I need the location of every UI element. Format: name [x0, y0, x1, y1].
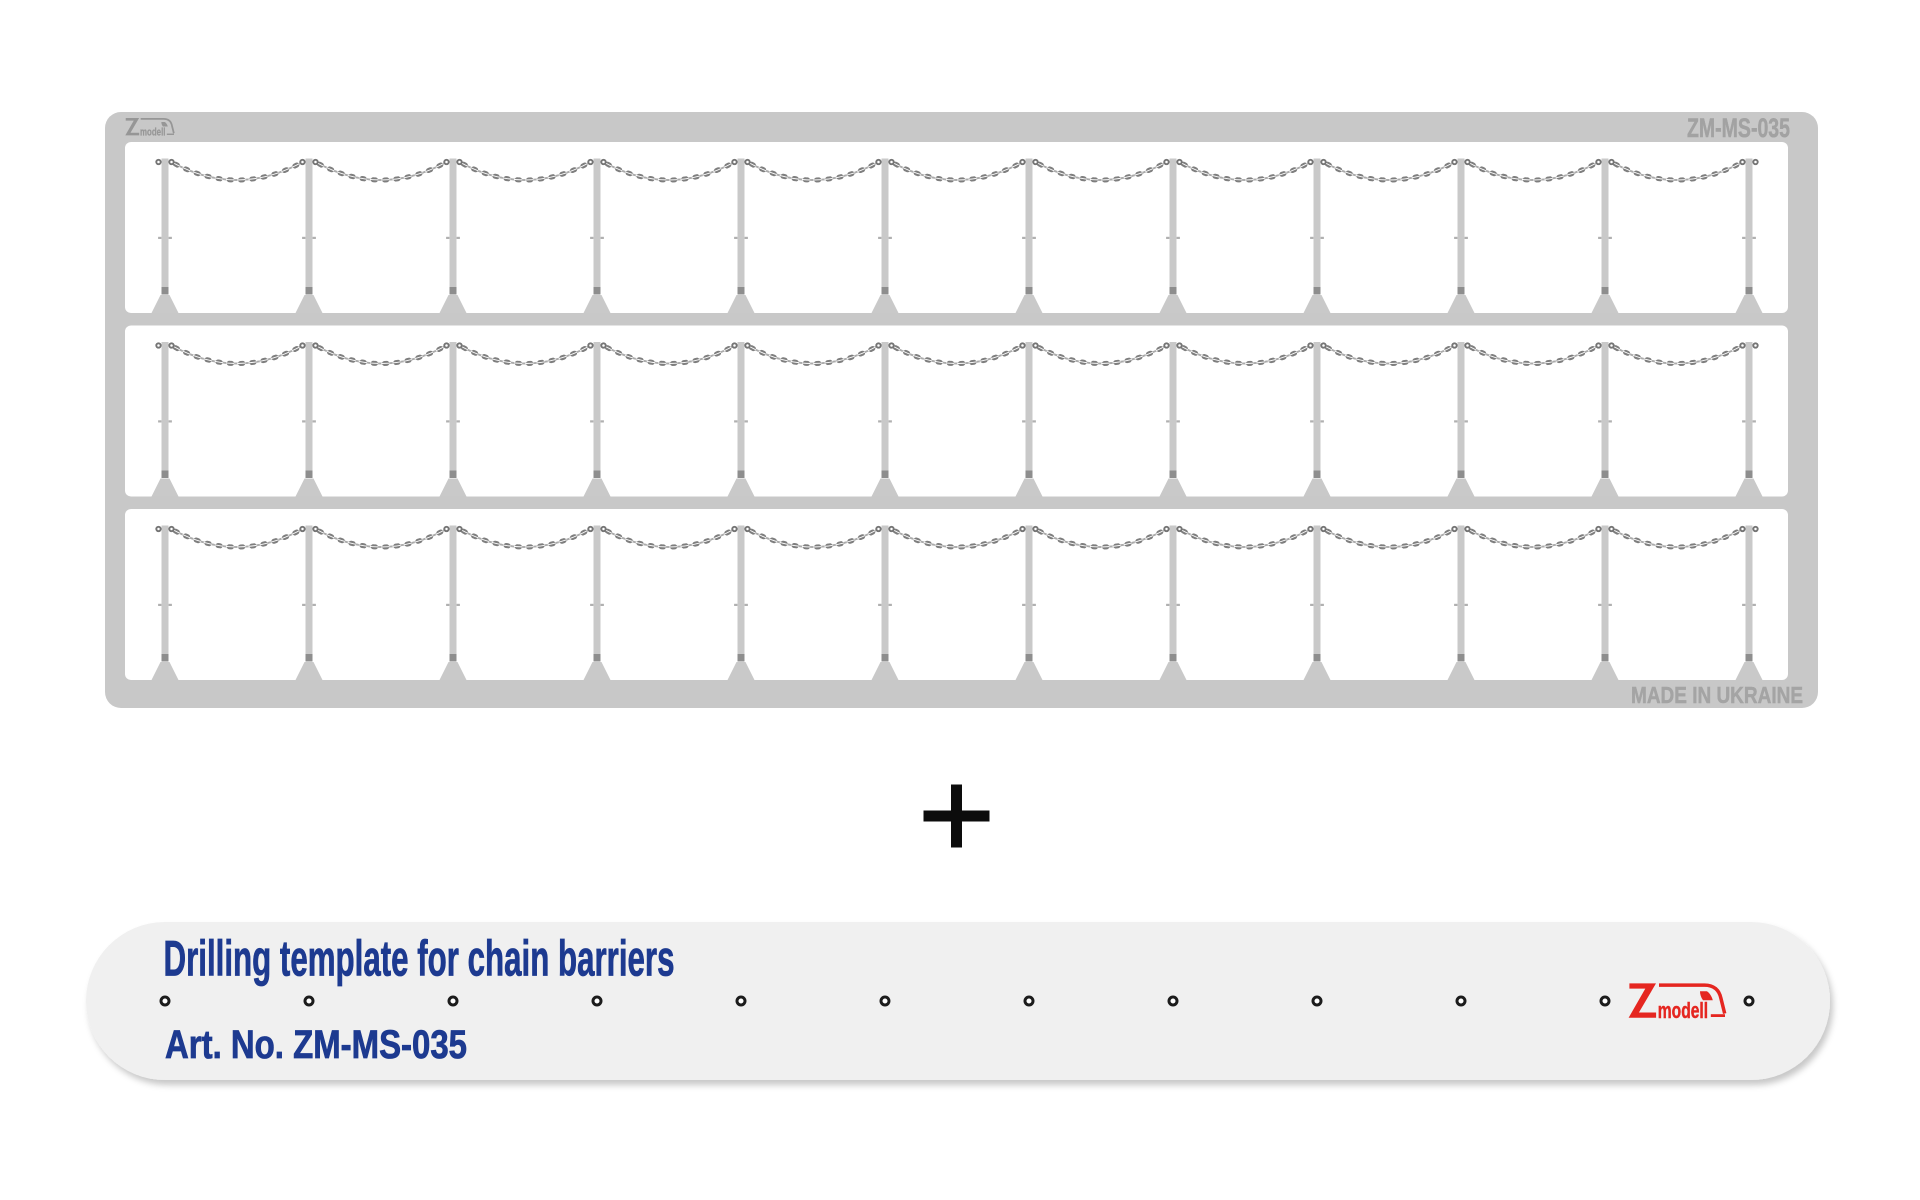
svg-text:Art. No. ZM-MS-035: Art. No. ZM-MS-035: [165, 1023, 467, 1067]
svg-text:Drilling template for chain ba: Drilling template for chain barriers: [164, 930, 675, 987]
svg-text:MADE IN UKRAINE: MADE IN UKRAINE: [1631, 682, 1803, 708]
svg-text:ZM-MS-035: ZM-MS-035: [1687, 113, 1790, 143]
